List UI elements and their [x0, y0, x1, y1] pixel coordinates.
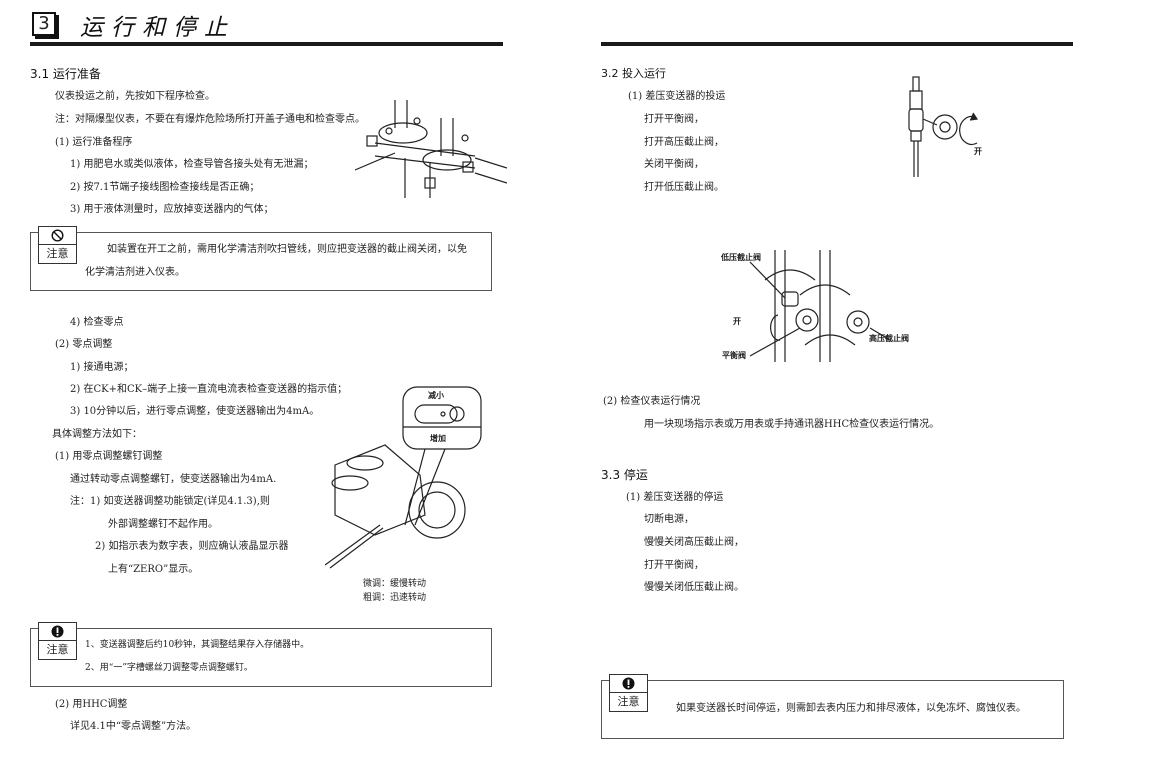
caution-text: 如果变送器长时间停运，则需卸去表内压力和排尽液体，以免冻坏、腐蚀仪表。	[676, 703, 1026, 714]
list-title: (1) 运行准备程序	[55, 137, 133, 148]
valve-label-open: 开	[974, 146, 982, 156]
caution-box	[601, 680, 1064, 739]
paragraph: 具体调整方法如下：	[52, 429, 142, 440]
figure-caption: 粗调：迅速转动	[363, 593, 427, 603]
list-item: 2) 按7.1节端子接线图检查接线是否正确；	[70, 182, 260, 193]
list-title: (2) 用HHC调整	[55, 699, 128, 710]
section-heading-3-2: 3.2 投入运行	[601, 67, 666, 80]
list-item: 1) 用肥皂水或类似液体，检查导管各接头处有无泄漏；	[70, 159, 314, 170]
list-item: 4) 检查零点	[70, 317, 124, 328]
prohibited-icon	[51, 229, 64, 242]
caution-label: 注意	[46, 643, 69, 656]
list-item: 打开平衡阀，	[644, 114, 704, 125]
paragraph: 上有“ZERO”显示。	[108, 564, 199, 575]
paragraph: 注：对隔爆型仪表，不要在有爆炸危险场所打开盖子通电和检查零点。	[55, 114, 365, 125]
header-rule	[30, 42, 503, 46]
paragraph: 用一块现场指示表或万用表或手持通讯器HHC检查仪表运行情况。	[644, 419, 940, 430]
figure-label-decrease: 减小	[428, 390, 444, 400]
caution-box	[30, 232, 492, 291]
paragraph: 注：1) 如变送器调整功能锁定(详见4.1.3),则	[70, 496, 270, 507]
caution-tab: 注意	[38, 226, 77, 264]
header-rule	[601, 42, 1073, 46]
list-title: (2) 检查仪表运行情况	[603, 396, 701, 407]
list-item: 关闭平衡阀，	[644, 159, 704, 170]
caution-label: 注意	[46, 247, 69, 260]
manifold-label-low-pressure-valve: 低压截止阀	[721, 252, 761, 262]
list-item: 打开低压截止阀。	[644, 182, 724, 193]
list-item: 慢慢关闭高压截止阀，	[644, 537, 744, 548]
paragraph: 通过转动零点调整螺钉，使变送器输出为4mA.	[70, 474, 277, 485]
list-title: (1) 差压变送器的投运	[628, 91, 726, 102]
manifold-label-high-pressure-valve: 高压截止阀	[869, 333, 909, 343]
list-item: 2) 在CK+和CK–端子上接一直流电流表检查变送器的指示值；	[70, 384, 348, 395]
paragraph: 详见4.1中“零点调整”方法。	[70, 721, 197, 732]
transmitter-zero-adjust-illustration	[325, 386, 482, 569]
list-title: (1) 用零点调整螺钉调整	[55, 451, 163, 462]
list-item: 3) 用于液体测量时，应放掉变送器内的气体；	[70, 204, 274, 215]
list-item: 1) 接通电源；	[70, 362, 134, 373]
figure-caption: 微调：缓慢转动	[363, 579, 427, 589]
paragraph: 2) 如指示表为数字表，则应确认液晶显示器	[95, 541, 289, 552]
caution-text: 2、用“一”字槽螺丝刀调整零点调整螺钉。	[85, 663, 253, 673]
paragraph: 仪表投运之前，先按如下程序检查。	[55, 91, 215, 102]
caution-box	[30, 628, 492, 687]
exclamation-icon	[51, 625, 64, 638]
list-item: 打开平衡阀，	[644, 560, 704, 571]
pipe-joint-illustration	[355, 100, 507, 198]
chapter-number: 3	[32, 12, 56, 36]
caution-text: 如装置在开工之前，需用化学清洁剂吹扫管线，则应把变送器的截止阀关闭，以免	[107, 244, 467, 255]
caution-text: 1、变送器调整后约10秒钟，其调整结果存入存储器中。	[85, 640, 310, 650]
figure-label-increase: 增加	[430, 433, 446, 443]
list-item: 打开高压截止阀，	[644, 137, 724, 148]
list-item: 慢慢关闭低压截止阀。	[644, 582, 744, 593]
section-heading-3-3: 3.3 停运	[601, 468, 648, 482]
section-heading-3-1: 3.1 运行准备	[30, 67, 101, 81]
manifold-illustration	[749, 250, 891, 362]
list-title: (2) 零点调整	[55, 339, 113, 350]
manifold-label-open: 开	[733, 316, 741, 326]
caution-tab: 注意	[38, 622, 77, 660]
manifold-label-balance-valve: 平衡阀	[722, 350, 746, 360]
list-title: (1) 差压变送器的停运	[626, 492, 724, 503]
exclamation-icon	[622, 677, 635, 690]
valve-illustration	[908, 76, 979, 177]
list-item: 3) 10分钟以后，进行零点调整，使变送器输出为4mA。	[70, 406, 320, 417]
caution-text: 化学清洁剂进入仪表。	[85, 267, 185, 278]
caution-tab: 注意	[609, 674, 648, 712]
caution-label: 注意	[617, 695, 640, 708]
paragraph: 外部调整螺钉不起作用。	[108, 519, 218, 530]
chapter-title: 运行和停止	[80, 15, 235, 41]
list-item: 切断电源，	[644, 514, 694, 525]
